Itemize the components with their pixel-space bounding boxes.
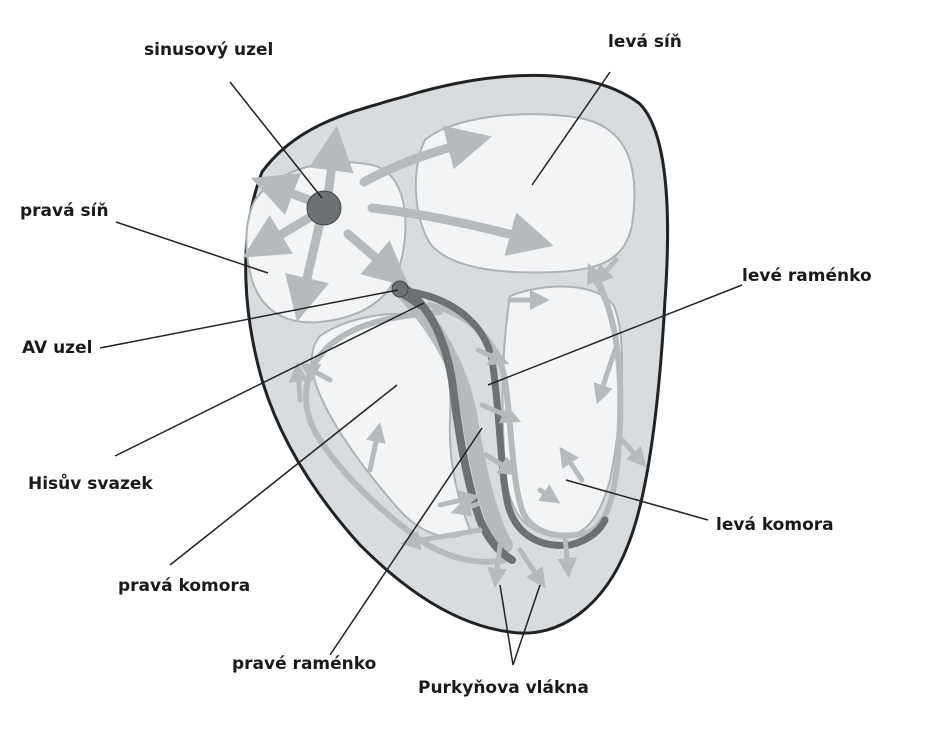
purkinje-impulse-arrow: [479, 402, 522, 424]
purkinje-impulse-arrow: [400, 527, 483, 551]
leader-purkinje-2: [512, 584, 541, 666]
atrial-impulse-arrow: [367, 203, 554, 256]
leader-right-ventricle: [169, 384, 398, 566]
septum-band: [394, 282, 513, 553]
leader-left-bundle-branch: [487, 284, 743, 386]
leader-sinus-node: [229, 81, 323, 199]
right-bundle-branch: [401, 284, 516, 564]
purkinje-impulse-arrow: [288, 362, 309, 403]
purkinje-impulse-arrow: [487, 542, 508, 588]
label-right-ventricle: pravá komora: [118, 576, 251, 596]
purkinje-impulse-arrow: [437, 490, 480, 511]
atrial-impulse-arrow: [308, 125, 354, 201]
purkinje-impulse-arrow: [619, 437, 647, 468]
purkinje-impulse-arrow: [593, 347, 618, 405]
purkinje-impulse-arrow: [587, 262, 608, 303]
leader-left-ventricle: [565, 479, 709, 521]
label-purkinje-fibers: Purkyňova vlákna: [418, 678, 589, 698]
purkinje-impulse-arrow: [366, 422, 386, 473]
label-sinus-node: sinusový uzel: [144, 40, 274, 60]
leader-right-atrium: [115, 221, 269, 274]
atrial-impulse-arrow: [343, 229, 410, 287]
label-av-node: AV uzel: [22, 338, 93, 358]
purkinje-impulse-arrow: [475, 346, 510, 365]
leader-bundle-of-his: [114, 302, 425, 457]
right-purkinje-loop: [303, 309, 508, 565]
left-atrium-chamber: [414, 113, 636, 274]
left-bundle-branch: [408, 288, 609, 549]
purkinje-impulse-arrow: [537, 484, 561, 504]
atrial-impulse-arrow: [242, 211, 317, 258]
av-node: [391, 280, 409, 298]
label-left-bundle-branch: levé raménko: [742, 266, 872, 286]
atrial-impulse-arrow: [285, 217, 329, 322]
leader-av-node: [99, 289, 399, 349]
leader-left-atrium: [531, 71, 611, 186]
purkinje-impulse-arrow: [517, 547, 546, 589]
purkinje-impulse-arrow: [483, 452, 519, 476]
label-left-atrium: levá síň: [608, 32, 682, 52]
label-right-atrium: pravá síň: [20, 201, 109, 221]
left-purkinje-loop: [427, 282, 624, 539]
leader-right-bundle-branch: [329, 427, 483, 656]
label-bundle-of-his: Hisův svazek: [28, 474, 153, 494]
atrial-impulse-arrow: [250, 172, 319, 216]
sinus-node: [306, 190, 342, 226]
atrial-impulse-arrow: [359, 125, 492, 187]
left-ventricle-chamber: [501, 285, 624, 538]
leader-lines: [99, 71, 743, 666]
label-right-bundle-branch: pravé raménko: [232, 654, 377, 674]
purkinje-impulse-arrow: [559, 446, 585, 483]
purkinje-impulse-arrow: [557, 535, 577, 578]
leader-purkinje-1: [499, 584, 514, 666]
label-left-ventricle: levá komora: [716, 515, 834, 535]
purkinje-impulse-arrow: [299, 363, 333, 383]
